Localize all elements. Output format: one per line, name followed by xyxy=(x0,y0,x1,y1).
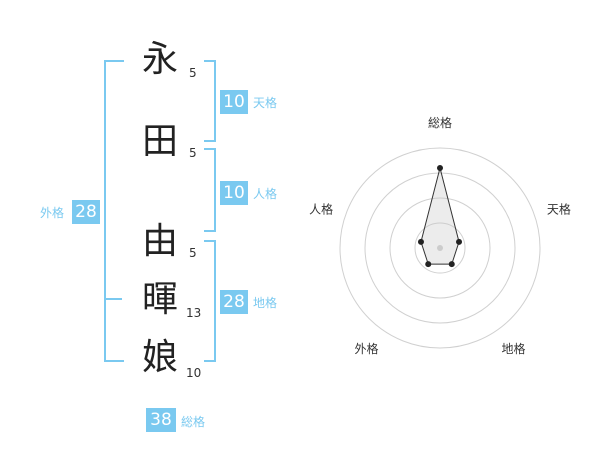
tenkaku-label: 天格 xyxy=(253,96,278,110)
chikaku-value: 28 xyxy=(220,290,248,314)
radar-axis-label-1: 総格 xyxy=(428,115,452,130)
name-char-1: 永 xyxy=(141,39,178,80)
chikaku-label: 地格 xyxy=(253,296,278,310)
tenkaku-value: 10 xyxy=(220,90,248,114)
radar-axis-label-2: 天格 xyxy=(547,201,571,216)
name-char-3: 由 xyxy=(141,221,178,262)
jinkaku-value: 10 xyxy=(220,181,248,205)
radar-polygon xyxy=(420,167,460,265)
stroke-count-3: 5 xyxy=(189,246,197,260)
radar-point-5 xyxy=(417,238,424,245)
radar-ring-1 xyxy=(414,222,466,274)
radar-axis-label-5: 人格 xyxy=(309,201,333,216)
stroke-count-1: 5 xyxy=(189,66,197,80)
stroke-count-2: 5 xyxy=(189,146,197,160)
gaikaku-label: 外格 xyxy=(40,206,65,220)
radar-axis-label-4: 外格 xyxy=(354,341,378,356)
radar-point-1 xyxy=(437,165,443,171)
stroke-count-5: 10 xyxy=(186,366,202,380)
name-char-5: 娘 xyxy=(141,337,178,378)
name-char-4: 暉 xyxy=(141,279,178,320)
radar-axis-label-3: 地格 xyxy=(501,341,525,356)
jinkaku-label: 人格 xyxy=(253,187,278,201)
gaikaku-bracket-divider xyxy=(106,298,122,300)
radar-ring-2 xyxy=(389,197,491,299)
stroke-count-4: 13 xyxy=(186,306,202,320)
radar-point-4 xyxy=(425,261,432,268)
radar-point-3 xyxy=(448,261,455,268)
radar-center xyxy=(437,245,443,251)
name-char-2: 田 xyxy=(141,121,178,162)
soukaku-label: 総格 xyxy=(181,415,206,429)
chikaku-bracket xyxy=(204,240,216,362)
gaikaku-value: 28 xyxy=(72,200,100,224)
radar-point-2 xyxy=(456,238,463,245)
jinkaku-bracket xyxy=(204,148,216,232)
radar-ring-4 xyxy=(339,147,541,349)
soukaku-value: 38 xyxy=(146,408,176,432)
tenkaku-bracket xyxy=(204,60,216,142)
gaikaku-bracket xyxy=(104,60,124,362)
radar-ring-3 xyxy=(364,172,516,324)
